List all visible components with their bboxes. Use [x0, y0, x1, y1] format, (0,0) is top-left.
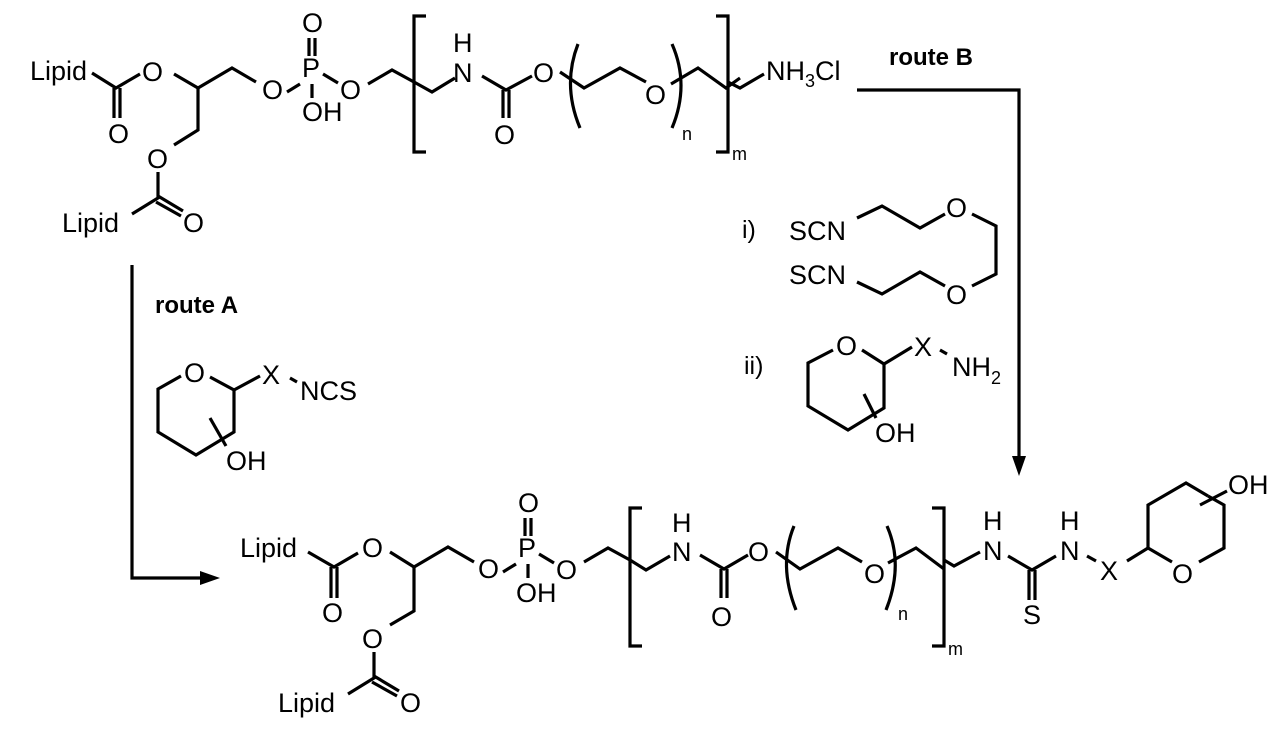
route-a-arrowhead [200, 571, 220, 585]
route-b-oh: OH [875, 418, 916, 448]
prod-phos-o2: O [556, 555, 577, 585]
prod-thiourea-s: S [1023, 600, 1041, 630]
prod-thiourea-n1: N [983, 536, 1003, 566]
prod-thiourea-n2: N [1060, 536, 1080, 566]
prod-ester-o: O [362, 533, 383, 563]
prod-carbonyl-o: O [322, 598, 343, 628]
sm-carbonyl-o2: O [183, 208, 204, 238]
sm-repeat-m: m [732, 144, 747, 164]
route-b-o-top: O [946, 193, 967, 223]
prod-phos-o-double: O [518, 488, 539, 518]
prod-repeat-m: m [948, 639, 963, 659]
sm-ester-o: O [142, 57, 163, 87]
sm-phos-o-double: O [302, 8, 323, 38]
route-b-label: route B [889, 44, 973, 71]
route-a: route A O X NCS OH [130, 265, 357, 585]
route-b: route B i) SCN SCN O O ii) O X NH2 OH [742, 44, 1026, 476]
prod-phosphorus: P [518, 533, 536, 563]
sm-phos-oh: OH [302, 97, 343, 127]
prod-carbonyl-o2: O [400, 688, 421, 718]
prod-thiourea-h2: H [1060, 506, 1080, 536]
prod-phos-oh: OH [516, 578, 557, 608]
route-a-arrow [130, 265, 205, 580]
prod-thiourea-h1: H [983, 506, 1003, 536]
route-b-arrow [857, 88, 1021, 462]
sm-lipid-bottom: Lipid [62, 208, 119, 238]
prod-carbamate-n: N [672, 537, 692, 567]
prod-lipid-bottom: Lipid [278, 688, 335, 718]
prod-peg-o: O [864, 559, 885, 589]
route-a-x: X [262, 360, 280, 390]
prod-oh: OH [1228, 470, 1269, 500]
sm-carbamate-n: N [453, 58, 473, 88]
route-b-o-bottom: O [946, 280, 967, 310]
starting-material: Lipid O O O Lipid O O P O OH O H N O O [30, 8, 841, 238]
prod-ring-o: O [1172, 559, 1193, 589]
sm-phos-o2: O [340, 75, 361, 105]
sm-carbamate-carbonyl-o: O [494, 120, 515, 150]
sm-repeat-n: n [682, 124, 692, 144]
route-b-arrowhead [1012, 456, 1026, 476]
product: Lipid O O O Lipid O O P O OH O H N O O O [240, 470, 1269, 718]
prod-carbamate-h: H [672, 508, 692, 538]
route-a-ncs: NCS [300, 376, 357, 406]
prod-phos-o1: O [478, 554, 499, 584]
sm-phosphorus: P [302, 53, 320, 83]
route-a-label: route A [155, 292, 238, 319]
sm-carbamate-h: H [453, 28, 473, 58]
route-a-oh: OH [226, 446, 267, 476]
route-b-ring-o: O [836, 331, 857, 361]
sm-carbonyl-o: O [108, 119, 129, 149]
prod-repeat-n: n [898, 604, 908, 624]
sm-ester-o2: O [147, 144, 168, 174]
sm-carbamate-o: O [533, 58, 554, 88]
sm-phos-o1: O [262, 75, 283, 105]
prod-lipid-top: Lipid [240, 533, 297, 563]
prod-x: X [1100, 556, 1118, 586]
prod-carbamate-carbonyl-o: O [711, 602, 732, 632]
prod-ester-o2: O [362, 624, 383, 654]
route-b-scn-top: SCN [789, 216, 846, 246]
route-b-scn-bottom: SCN [789, 260, 846, 290]
route-b-step-i: i) [742, 216, 756, 244]
sm-terminus-nh: NH3Cl [766, 56, 841, 91]
route-a-ring-o: O [184, 358, 205, 388]
route-b-nh2: NH2 [952, 352, 1001, 388]
prod-carbamate-o: O [748, 537, 769, 567]
sm-peg-o: O [645, 80, 666, 110]
sm-lipid-top: Lipid [30, 56, 87, 86]
route-b-step-ii: ii) [744, 352, 763, 380]
route-b-x: X [914, 332, 932, 362]
